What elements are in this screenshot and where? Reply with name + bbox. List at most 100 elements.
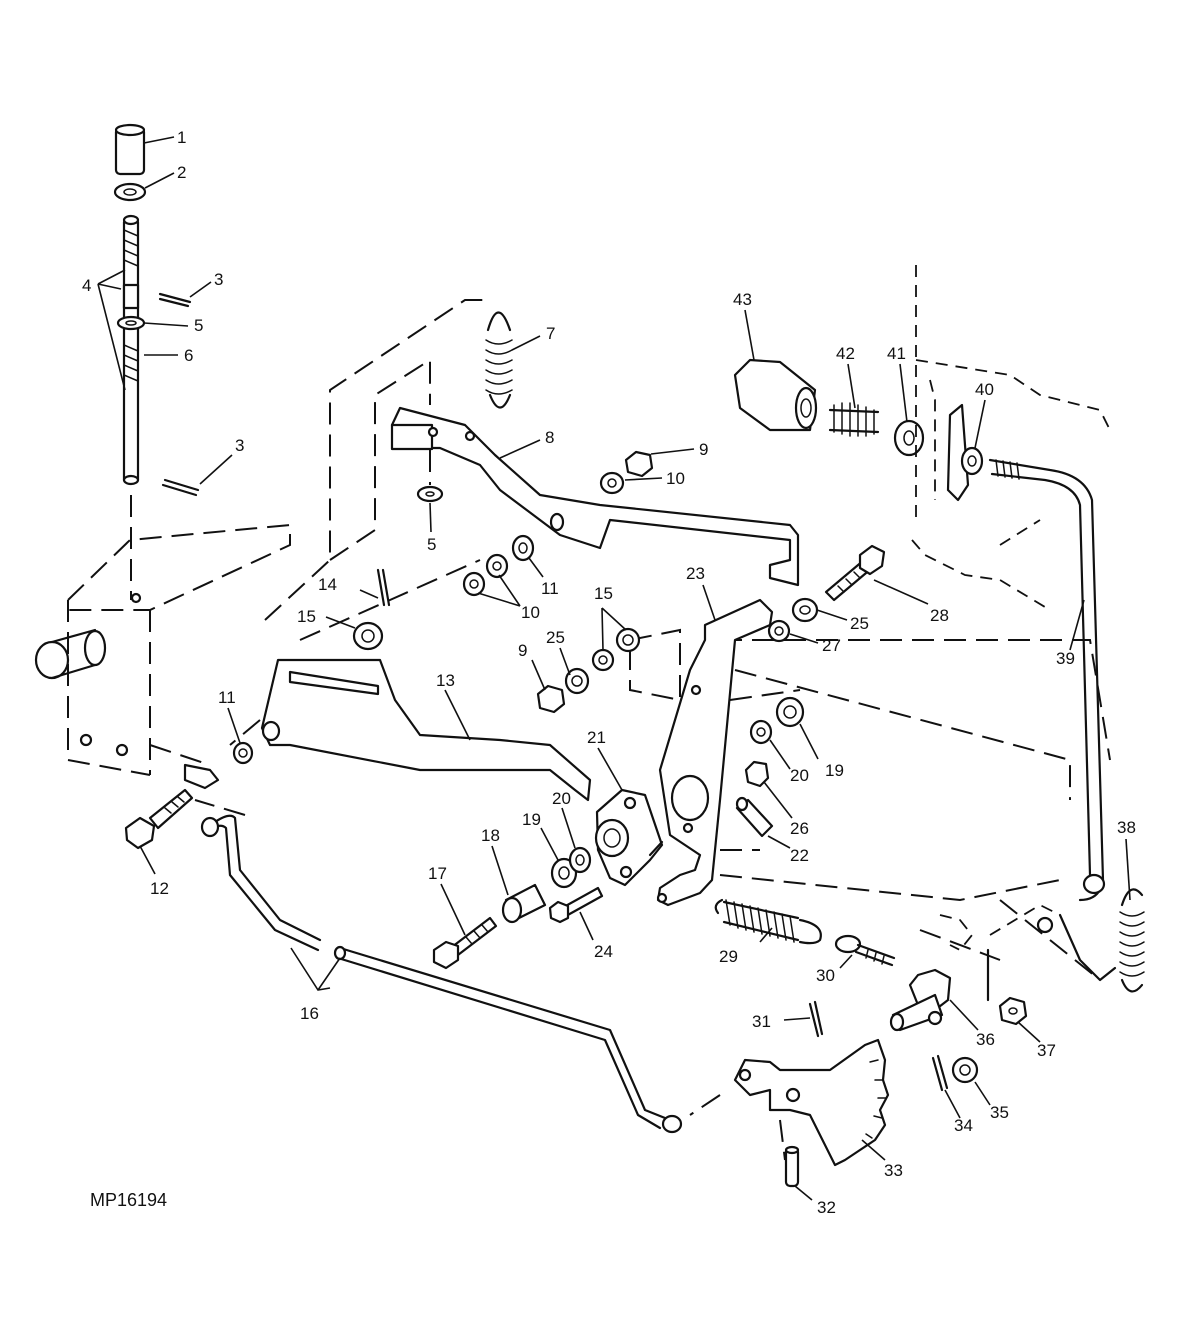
callout-8: 8 bbox=[545, 428, 554, 447]
callout-29: 29 bbox=[719, 947, 738, 966]
callout-23: 23 bbox=[686, 564, 705, 583]
part-41-washer bbox=[893, 419, 925, 457]
callout-1: 1 bbox=[177, 128, 186, 147]
callout-3b: 3 bbox=[235, 436, 244, 455]
callout-18: 18 bbox=[481, 826, 500, 845]
callout-24: 24 bbox=[594, 942, 613, 961]
callout-40: 40 bbox=[975, 380, 994, 399]
callout-25b: 25 bbox=[850, 614, 869, 633]
callout-5: 5 bbox=[194, 316, 203, 335]
callout-38: 38 bbox=[1117, 818, 1136, 837]
callout-43: 43 bbox=[733, 290, 752, 309]
part-1-sleeve bbox=[114, 123, 146, 176]
callout-4: 4 bbox=[82, 276, 91, 295]
part-27-washer bbox=[767, 619, 791, 643]
part-35-washer bbox=[951, 1056, 979, 1084]
callout-27: 27 bbox=[822, 636, 841, 655]
part-3-pin bbox=[158, 292, 200, 497]
callout-31: 31 bbox=[752, 1012, 771, 1031]
part-28-bolt bbox=[824, 544, 886, 602]
part-34-cotter bbox=[931, 1054, 949, 1092]
callout-35: 35 bbox=[990, 1103, 1009, 1122]
part-26-nut bbox=[744, 760, 770, 788]
callout-11b: 11 bbox=[218, 688, 236, 707]
callout-16: 16 bbox=[300, 1004, 319, 1023]
callout-7: 7 bbox=[546, 324, 555, 343]
part-11-bushing-a bbox=[511, 534, 535, 562]
callout-42: 42 bbox=[836, 344, 855, 363]
leader-lines bbox=[97, 136, 1131, 1201]
part-18-bushing bbox=[501, 883, 547, 924]
callout-17: 17 bbox=[428, 864, 447, 883]
part-19-bushing-b bbox=[775, 696, 805, 728]
callout-22: 22 bbox=[790, 846, 809, 865]
part-5-washer-b bbox=[416, 485, 444, 503]
part-42-spring bbox=[828, 402, 880, 437]
callout-36: 36 bbox=[976, 1030, 995, 1049]
callout-10b: 10 bbox=[521, 603, 540, 622]
callout-32: 32 bbox=[817, 1198, 836, 1217]
callout-26: 26 bbox=[790, 819, 809, 838]
part-21-plate bbox=[594, 788, 664, 887]
callout-15: 15 bbox=[297, 607, 316, 626]
callout-9: 9 bbox=[699, 440, 708, 459]
callout-6: 6 bbox=[184, 346, 193, 365]
part-19-bushing-a bbox=[550, 857, 578, 889]
part-43-knob bbox=[733, 358, 818, 432]
callout-13: 13 bbox=[436, 671, 455, 690]
part-5-washer bbox=[116, 315, 146, 331]
part-17-bolt bbox=[432, 916, 498, 970]
part-9-nut-a bbox=[624, 450, 654, 478]
housing-left bbox=[34, 523, 291, 790]
part-12-bolt bbox=[124, 788, 194, 850]
callout-39: 39 bbox=[1056, 649, 1075, 668]
part-15-washer-a bbox=[352, 621, 384, 651]
part-20-washer-a bbox=[568, 846, 592, 874]
callout-3: 3 bbox=[214, 270, 223, 289]
callout-28: 28 bbox=[930, 606, 949, 625]
callout-33: 33 bbox=[884, 1161, 903, 1180]
part-39-rod bbox=[988, 458, 1106, 902]
part-13-arm bbox=[260, 658, 592, 802]
part-9-nut-b bbox=[536, 684, 566, 714]
part-7-spring bbox=[485, 311, 513, 409]
part-30-eye-bolt bbox=[834, 934, 896, 967]
part-33-sector bbox=[733, 1038, 890, 1167]
callout-10: 10 bbox=[666, 469, 685, 488]
frame-right bbox=[911, 265, 1111, 611]
callout-20: 20 bbox=[552, 789, 571, 808]
part-11-bushing-b bbox=[232, 741, 254, 765]
part-25-bushing-a bbox=[564, 667, 590, 695]
frame-lower-right bbox=[939, 903, 1117, 1002]
callout-15b: 15 bbox=[594, 584, 613, 603]
part-15-washers-b bbox=[591, 627, 641, 672]
callout-20b: 20 bbox=[790, 766, 809, 785]
part-10-washer-a bbox=[599, 471, 625, 495]
part-32-pin bbox=[784, 1145, 800, 1188]
callout-34: 34 bbox=[954, 1116, 973, 1135]
part-37-nut bbox=[998, 996, 1028, 1026]
part-2-nut bbox=[113, 182, 147, 202]
callout-11: 11 bbox=[541, 579, 559, 598]
part-4-shaft bbox=[122, 214, 140, 486]
callout-12: 12 bbox=[150, 879, 169, 898]
part-8-pedal bbox=[390, 406, 800, 587]
callout-37: 37 bbox=[1037, 1041, 1056, 1060]
part-25-bushing-b bbox=[791, 597, 819, 623]
part-31-cotter bbox=[808, 1000, 824, 1038]
callout-5b: 5 bbox=[427, 535, 436, 554]
part-10-washers-pair bbox=[462, 553, 509, 597]
part-38-spring bbox=[1119, 888, 1145, 993]
figure-code: MP16194 bbox=[90, 1190, 167, 1210]
callout-labels: 1 2 3 4 3 5 6 3 7 8 9 10 5 11 14 10 15 1… bbox=[82, 128, 1136, 1217]
callout-30: 30 bbox=[816, 966, 835, 985]
part-14-cotter-pin bbox=[376, 568, 391, 607]
callout-21: 21 bbox=[587, 728, 606, 747]
part-20-washer-b bbox=[749, 719, 773, 745]
callout-19: 19 bbox=[522, 810, 541, 829]
part-40-washer bbox=[960, 446, 984, 476]
callout-41: 41 bbox=[887, 344, 906, 363]
part-29-spring bbox=[714, 898, 822, 945]
part-24-bolt bbox=[548, 886, 604, 924]
part-22-pin bbox=[735, 796, 774, 838]
